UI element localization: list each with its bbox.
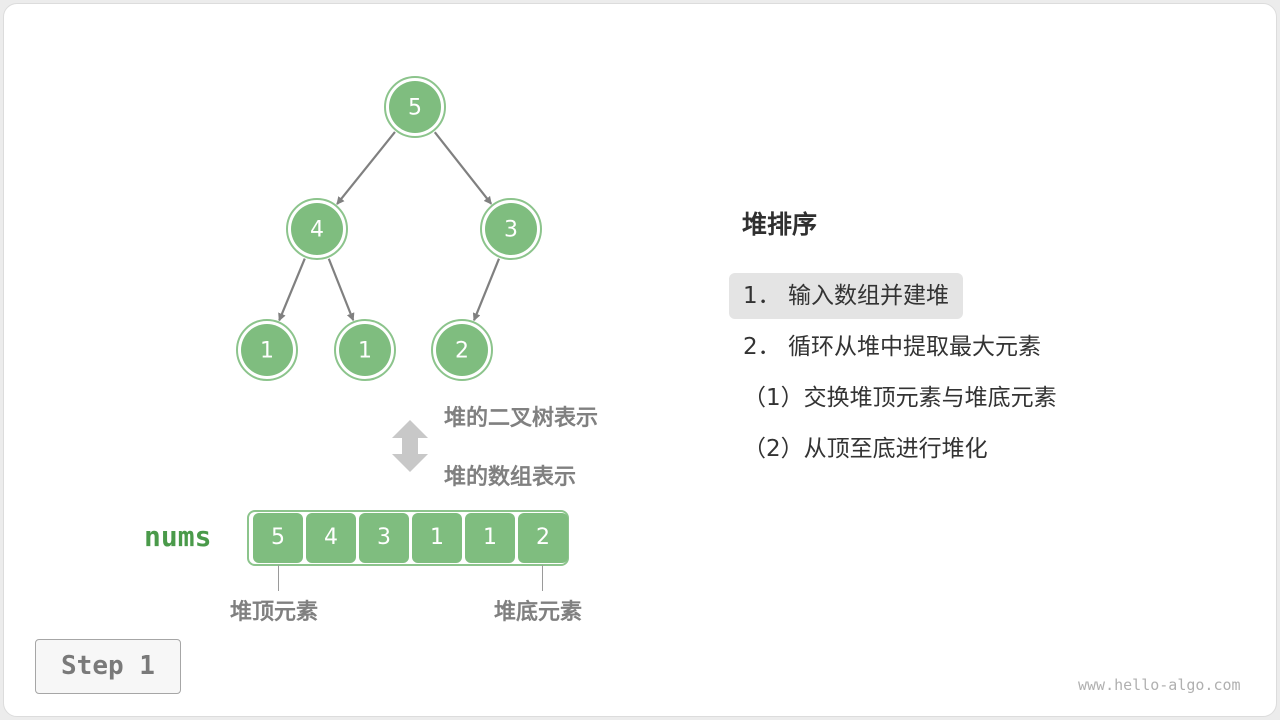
array-cell: 2 (518, 513, 568, 563)
tree-edge-n1-n3 (278, 258, 306, 322)
array-cell: 5 (253, 513, 303, 563)
tree-node-value: 1 (358, 339, 372, 364)
array-cell: 1 (465, 513, 515, 563)
step-item-swap: （1）交换堆顶元素与堆底元素 (743, 385, 1057, 411)
panel-title: 堆排序 (742, 210, 818, 239)
tree-node: 5 (384, 76, 446, 138)
heap-bottom-pointer (542, 565, 543, 591)
tree-node: 3 (480, 198, 542, 260)
array-cell: 1 (412, 513, 462, 563)
tree-edge-n2-n5 (472, 258, 501, 322)
canvas-card (3, 3, 1277, 717)
heap-top-label: 堆顶元素 (230, 600, 319, 625)
step-item-extract-max: 2． 循环从堆中提取最大元素 (743, 334, 1041, 360)
watermark: www.hello-algo.com (1078, 676, 1241, 694)
array-container (247, 510, 569, 566)
tree-node-value: 4 (310, 218, 324, 243)
tree-node-value: 1 (260, 339, 274, 364)
array-cell: 4 (306, 513, 356, 563)
tree-edge-n0-n1 (336, 131, 396, 205)
tree-node-value: 5 (408, 96, 422, 121)
tree-representation-label: 堆的二叉树表示 (444, 406, 599, 431)
tree-node-value: 3 (504, 218, 518, 243)
step-button[interactable]: Step 1 (35, 639, 181, 694)
tree-edge-n1-n4 (327, 258, 355, 322)
tree-node: 4 (286, 198, 348, 260)
step-item-build-heap: 1． 输入数组并建堆 (729, 273, 963, 319)
array-representation-label: 堆的数组表示 (444, 465, 577, 490)
tree-node: 2 (431, 319, 493, 381)
array-cell: 3 (359, 513, 409, 563)
tree-edge-n0-n2 (433, 131, 493, 205)
heap-top-pointer (278, 565, 279, 591)
step-item-heapify: （2）从顶至底进行堆化 (743, 436, 988, 462)
tree-node-value: 2 (455, 339, 469, 364)
swap-arrow-icon (392, 420, 428, 472)
array-name: nums (144, 520, 212, 553)
heap-bottom-label: 堆底元素 (494, 600, 583, 625)
tree-node: 1 (334, 319, 396, 381)
tree-node: 1 (236, 319, 298, 381)
